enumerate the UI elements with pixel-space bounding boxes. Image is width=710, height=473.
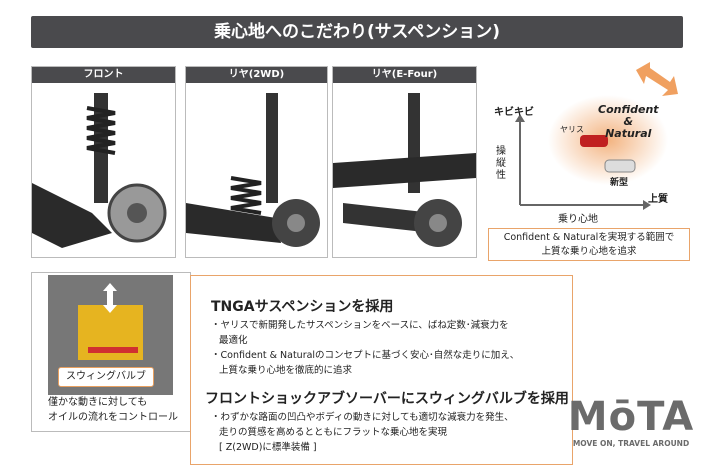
panel-label: フロント [32, 67, 175, 83]
feature-heading: フロントショックアブソーバーにスウィングバルブを採用 [205, 391, 569, 407]
features-box: TNGAサスペンションを採用 ・ヤリスで新開発したサスペンションをベースに、ばね… [190, 275, 573, 465]
rear-efour-suspension-image [333, 93, 476, 247]
feature-bullet: ・ヤリスで新開発したサスペンションをベースに、ばね定数･減衰力を 最適化 ・Co… [211, 320, 520, 376]
car-new-label: 新型 [610, 178, 629, 188]
car-new [604, 159, 636, 173]
panel-label: リヤ(2WD) [186, 67, 327, 83]
positioning-note: Confident & Naturalを実現する範囲で上質な乗り心地を追求 [488, 228, 690, 261]
front-suspension-image [32, 93, 167, 248]
feature-heading: TNGAサスペンションを採用 [211, 299, 394, 315]
feature-bullet: ・わずかな路面の凹凸やボディの動きに対しても適切な減衰力を発生、 走りの質感を高… [211, 412, 514, 453]
caption-line: 僅かな動きに対しても [48, 397, 148, 408]
car-old-label: ヤリス [560, 125, 584, 134]
panel-label: リヤ(E-Four) [333, 67, 476, 83]
swing-valve-callout: スウィングバルブ [58, 367, 154, 387]
swing-valve-detail: スウィングバルブ 僅かな動きに対しても オイルの流れをコントロール [31, 272, 191, 432]
panel-rear-2wd: リヤ(2WD) [185, 66, 328, 258]
panel-front: フロント [31, 66, 176, 258]
positioning-map: キビキビ 操縦性 乗り心地 上質 Confident&Natural ヤリス 新… [488, 60, 710, 270]
panel-rear-efour: リヤ(E-Four) [332, 66, 477, 258]
x-right-label: 上質 [648, 194, 668, 205]
caption-line: オイルの流れをコントロール [48, 412, 178, 423]
slide-title: 乗心地へのこだわり(サスペンション) [31, 16, 683, 48]
detail-caption: 僅かな動きに対しても オイルの流れをコントロール [48, 395, 178, 425]
diagonal-arrow-icon [636, 62, 678, 96]
y-top-label: キビキビ [494, 107, 534, 118]
car-yaris [580, 135, 608, 147]
mota-logo: MōTA MOVE ON, TRAVEL AROUND [567, 394, 695, 448]
y-axis-label: 操縦性 [496, 146, 506, 181]
rear-2wd-suspension-image [186, 93, 320, 247]
x-axis-label: 乗り心地 [558, 214, 598, 225]
zone-label: Confident&Natural [598, 103, 659, 140]
